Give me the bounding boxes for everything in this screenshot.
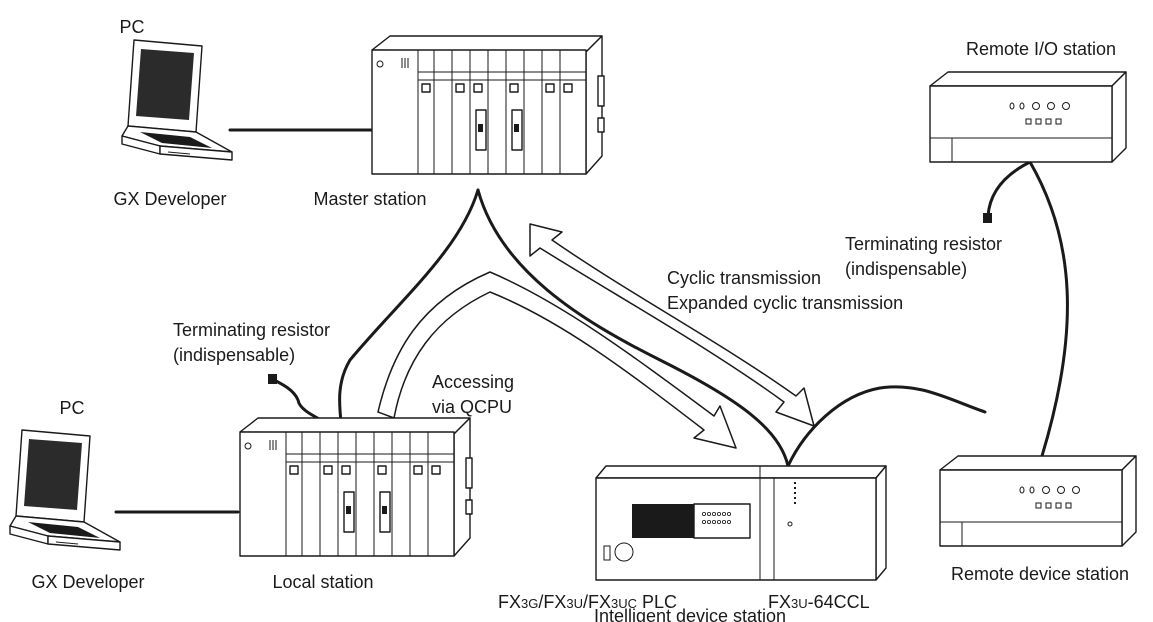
terminating-resistor-left-label: Terminating resistor: [173, 320, 330, 340]
terminating-resistor-icon: [983, 213, 992, 223]
intelligent-device-station-label: Intelligent device station: [594, 606, 786, 622]
laptop-icon: [9, 429, 121, 551]
remote-io-station-label: Remote I/O station: [966, 39, 1116, 59]
fx-remote-device-cable: [786, 385, 987, 468]
indispensable-left-label: (indispensable): [173, 345, 295, 365]
indispensable-right-label: (indispensable): [845, 259, 967, 279]
master-station-label: Master station: [313, 189, 426, 209]
remote-io-box-icon: [939, 455, 1137, 547]
via-qcpu-label: via QCPU: [432, 397, 512, 417]
expanded-cyclic-transmission-label: Expanded cyclic transmission: [667, 293, 903, 313]
cyclic-transmission-label: Cyclic transmission: [667, 268, 821, 288]
remote-io-remote-device-cable: [1028, 160, 1069, 458]
accessing-label: Accessing: [432, 372, 514, 392]
terminating-resistor-right-label: Terminating resistor: [845, 234, 1002, 254]
remote-io-box-icon: [929, 71, 1127, 163]
plc-rack-icon: [239, 417, 473, 557]
pc-label-bottom: PC: [59, 398, 84, 418]
master-fx-cable: [476, 188, 790, 468]
fx-plc-label: FX3G/FX3U/FX3UC PLC: [498, 592, 677, 612]
remote-device-station-label: Remote device station: [951, 564, 1129, 584]
local-station-label: Local station: [272, 572, 373, 592]
accessing-arrow: [377, 271, 737, 449]
plc-rack-icon: [371, 35, 605, 175]
gx-developer-label-bottom: GX Developer: [31, 572, 144, 592]
terminator-right-lead: [986, 160, 1032, 218]
fx3u-64ccl-label: FX3U-64CCL: [768, 592, 870, 612]
pc-label-top: PC: [119, 17, 144, 37]
gx-developer-label-top: GX Developer: [113, 189, 226, 209]
laptop-icon: [121, 39, 233, 161]
cyclic-transmission-arrow: [529, 223, 815, 427]
fx-plc-icon: [595, 465, 887, 581]
cables: [114, 128, 1069, 514]
terminating-resistor-icon: [268, 374, 277, 384]
master-local-cable: [338, 188, 480, 434]
